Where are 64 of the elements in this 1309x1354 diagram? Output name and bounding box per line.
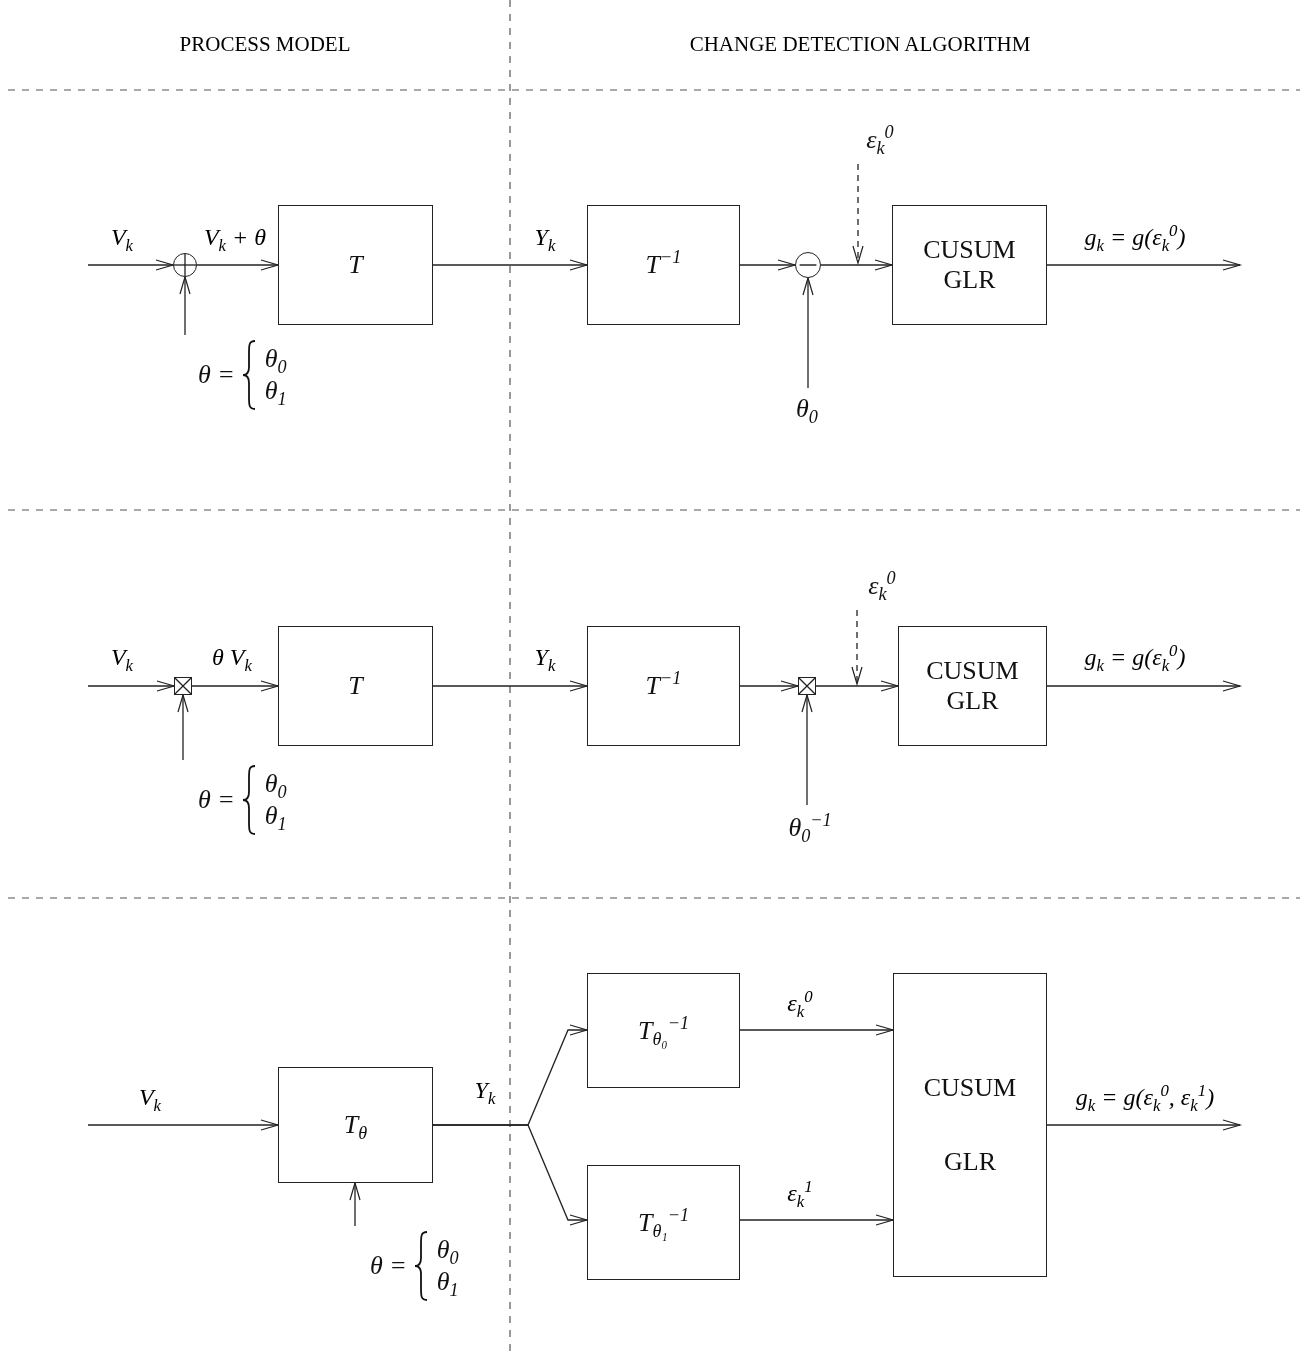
math-label: θ$_{1}$ — [264, 376, 287, 406]
transfer-block — [278, 205, 433, 325]
arrow — [739, 1214, 894, 1226]
math-label: θ = — [370, 1251, 407, 1281]
arrow — [802, 277, 814, 389]
block-label: CUSUM — [926, 656, 1019, 686]
edge-label: g$_{k}$ = g(ε$_{k}$$^{0}$) — [1082, 223, 1188, 252]
arrow — [739, 680, 799, 692]
math-label: θ = — [198, 785, 235, 815]
summing-junction — [173, 253, 197, 277]
arrow — [739, 259, 796, 271]
arrow — [87, 259, 174, 271]
transfer-block — [278, 1067, 433, 1183]
summing-junction — [795, 252, 821, 278]
column-heading: CHANGE DETECTION ALGORITHM — [689, 32, 1031, 57]
edge-label: g$_{k}$ = g(ε$_{k}$$^{0}$) — [1082, 643, 1188, 672]
block-label: GLR — [946, 686, 999, 716]
block-label: CUSUM — [923, 235, 1016, 265]
arrow — [432, 1124, 588, 1226]
transfer-block — [278, 626, 433, 746]
arrow — [432, 259, 588, 271]
arrow — [1046, 259, 1241, 271]
dashed-arrow — [851, 609, 863, 685]
arrow — [191, 680, 279, 692]
math-label: T$^{−1}$ — [645, 250, 682, 280]
arrow — [1046, 1119, 1241, 1131]
arrow — [1046, 680, 1241, 692]
math-label: θ$_{0}$ — [264, 344, 287, 374]
arrow — [87, 680, 175, 692]
arrow — [820, 259, 893, 271]
arrow — [349, 1182, 361, 1227]
block-label: GLR — [943, 265, 996, 295]
arrow — [179, 276, 191, 336]
edge-label: g$_{k}$ = g(ε$_{k}$$^{0}$, ε$_{k}$$^{1}$) — [1073, 1083, 1217, 1112]
block-label: GLR — [944, 1147, 996, 1177]
arrow — [815, 680, 899, 692]
math-label: θ$_{0}$ — [796, 394, 818, 424]
math-label: θ$_{0}$ — [436, 1235, 459, 1265]
block-label: CUSUM — [923, 1073, 1017, 1103]
transfer-block — [587, 205, 740, 325]
arrow — [177, 694, 189, 761]
math-label: θ$_{0}$ — [264, 769, 287, 799]
transfer-block — [587, 973, 740, 1088]
math-label: T — [348, 671, 363, 701]
transfer-block — [587, 626, 740, 746]
detector-block — [893, 973, 1047, 1277]
math-label: θ$_{1}$ — [436, 1267, 459, 1297]
math-label: T$^{−1}$ — [645, 671, 682, 701]
dashed-arrow — [852, 163, 864, 264]
math-label: θ = — [198, 360, 235, 390]
multiplier-junction — [798, 677, 816, 695]
arrow — [196, 259, 279, 271]
detector-block — [898, 626, 1047, 746]
math-label: θ$_{1}$ — [264, 801, 287, 831]
arrow — [87, 1119, 279, 1131]
arrow — [739, 1024, 894, 1036]
math-label: T — [348, 250, 363, 280]
column-heading: PROCESS MODEL — [179, 32, 351, 57]
arrow — [801, 694, 813, 806]
multiplier-junction — [174, 677, 192, 695]
detector-block — [892, 205, 1047, 325]
math-label: T$_{θ}$ — [343, 1110, 368, 1140]
arrow — [432, 680, 588, 692]
transfer-block — [587, 1165, 740, 1280]
